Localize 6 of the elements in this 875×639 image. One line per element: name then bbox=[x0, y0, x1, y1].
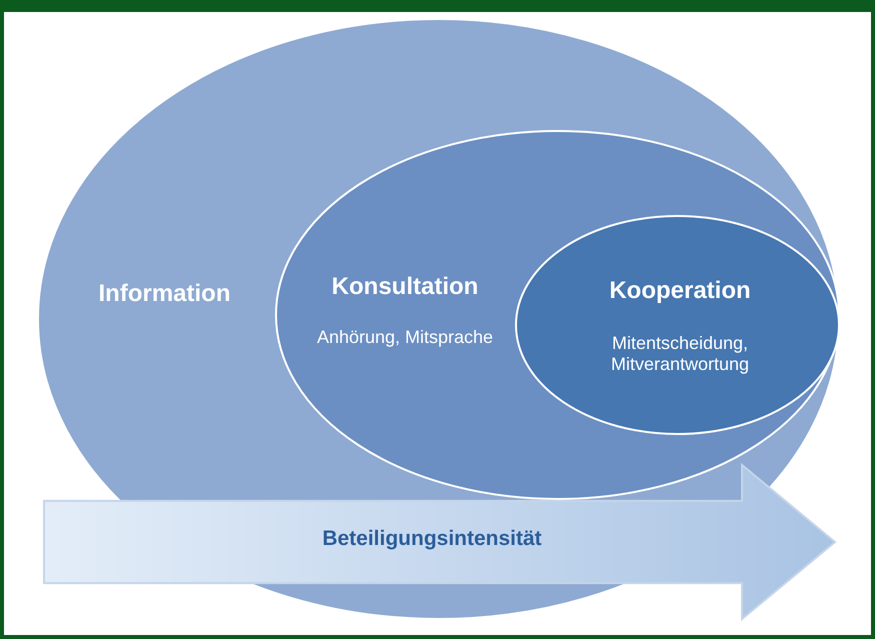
description-text: Mitentscheidung, Mitverantwortung bbox=[610, 333, 750, 375]
heading-label: Beteiligungsintensität bbox=[321, 527, 543, 551]
heading-label: Konsultation bbox=[330, 273, 480, 301]
heading-label: Kooperation bbox=[608, 277, 752, 305]
heading-label: Information bbox=[98, 280, 232, 308]
description-text: Anhörung, Mitsprache bbox=[316, 327, 494, 348]
